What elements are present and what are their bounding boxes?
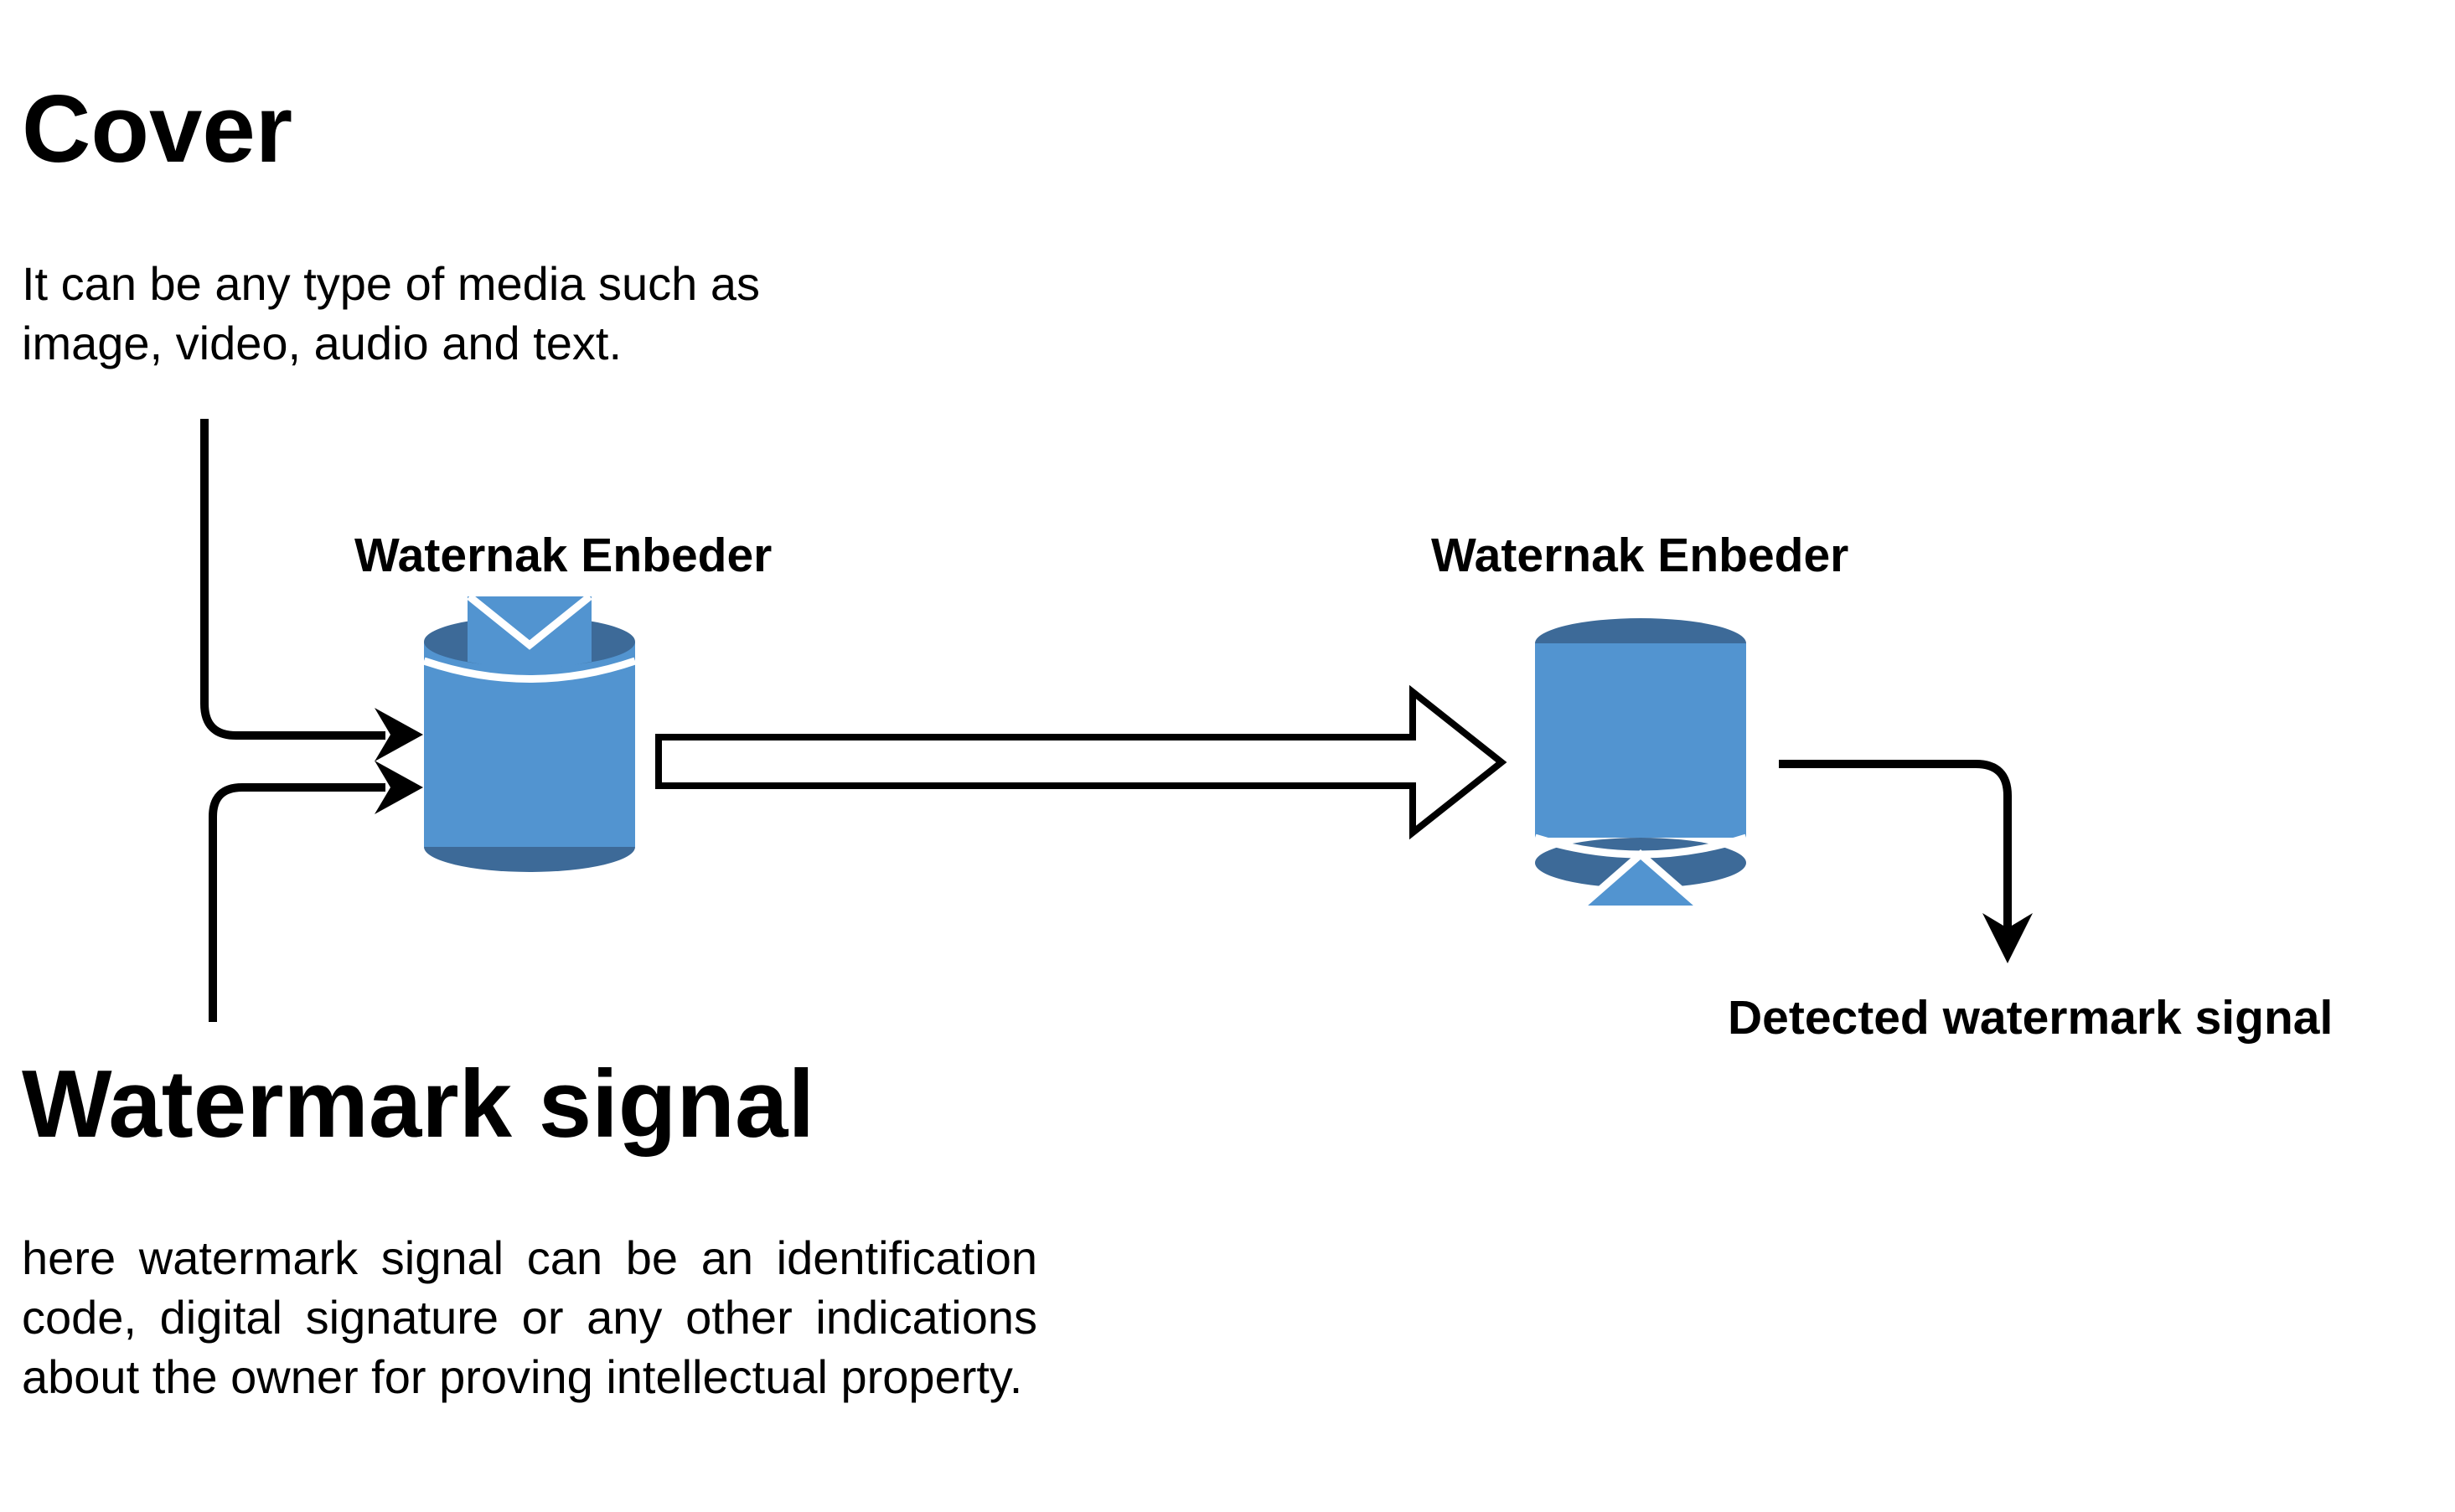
detector-to-output-connector	[1779, 760, 2012, 930]
embedder-cylinder-icon	[422, 593, 637, 872]
output-label: Detected watermark signal	[1728, 991, 2334, 1045]
detector-cylinder-icon	[1533, 618, 1748, 911]
detector-label: Waternak Enbeder	[1431, 529, 1849, 582]
watermark-title: Watermark signal	[22, 1051, 815, 1158]
cover-description: It can be any type of media such as imag…	[22, 257, 760, 369]
watermark-connector-arrowhead	[375, 761, 423, 814]
cover-connector-arrowhead	[375, 708, 423, 761]
cover-to-embedder-connector	[200, 419, 385, 740]
cover-title: Cover	[22, 76, 293, 183]
transfer-arrow	[655, 684, 1507, 840]
watermark-description: here watermark signal can be an identifi…	[22, 1231, 1037, 1403]
output-connector-arrowhead	[1982, 913, 2033, 963]
watermark-to-embedder-connector	[209, 783, 385, 1022]
embedder-label: Waternak Enbeder	[354, 529, 773, 582]
